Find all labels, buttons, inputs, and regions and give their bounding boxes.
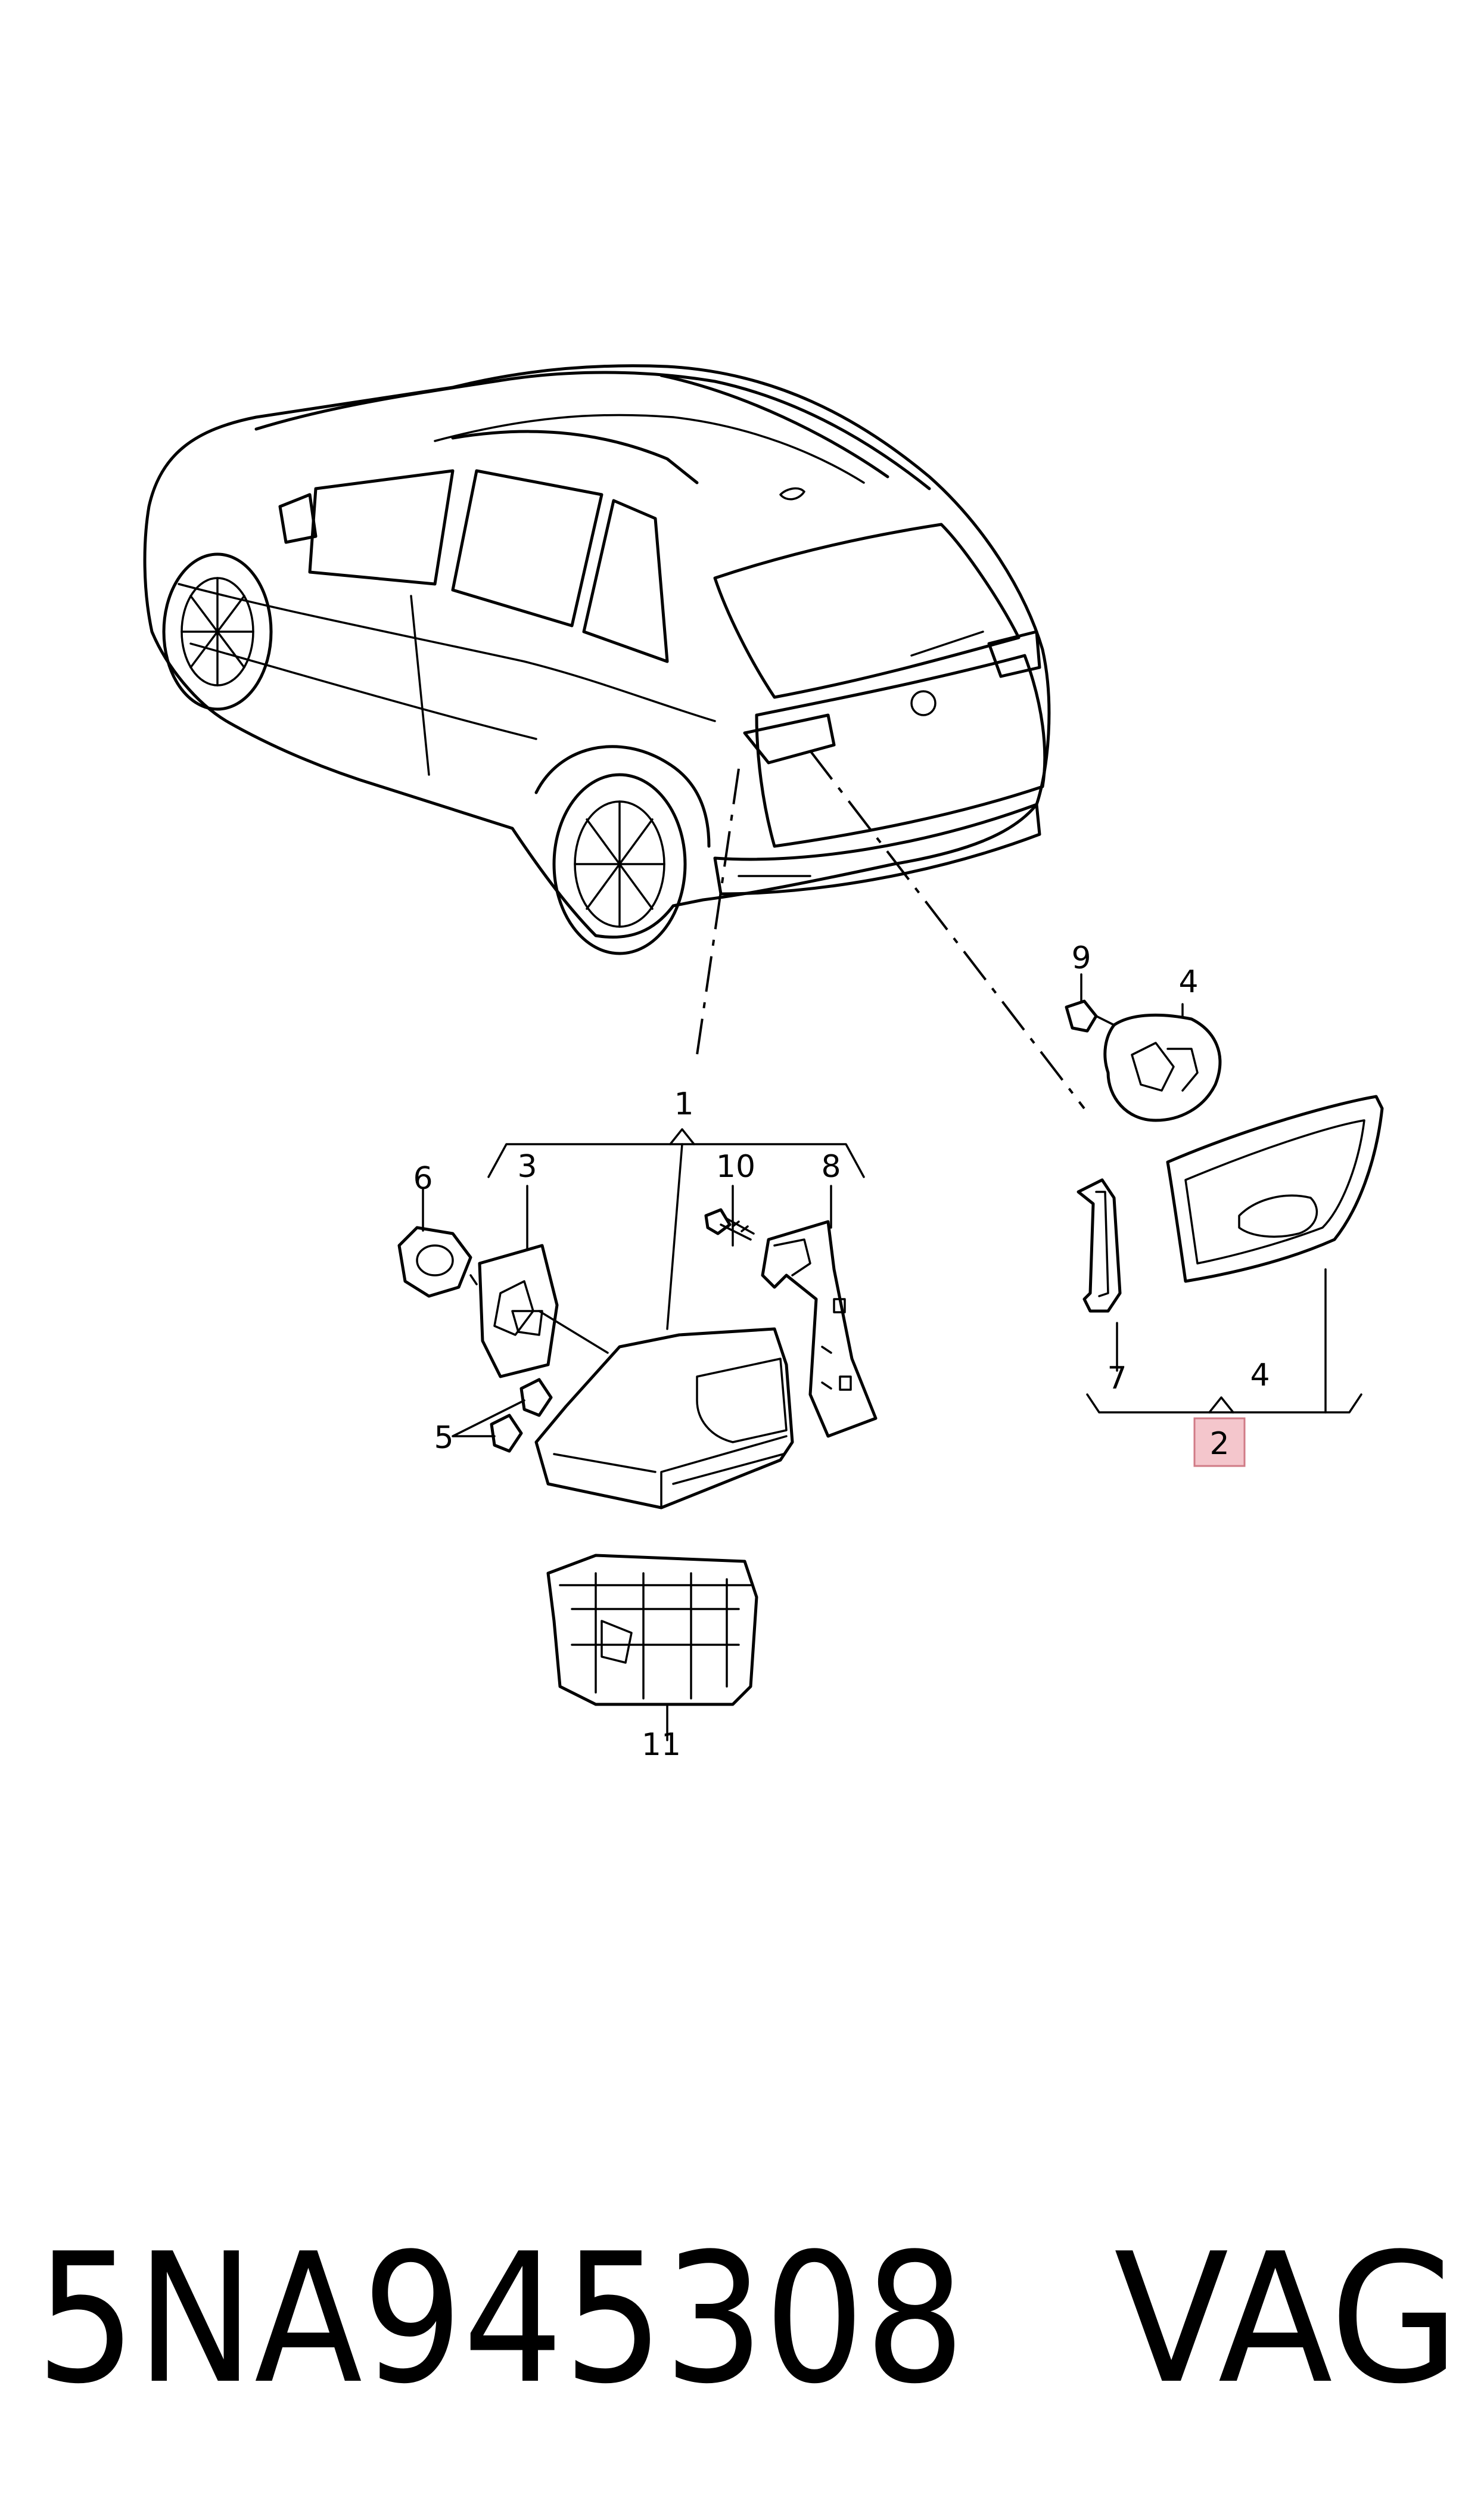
callout-3: 3 [517, 1149, 537, 1185]
part-11-bulb-carrier [546, 1554, 758, 1741]
callout-7: 7 [1107, 1361, 1127, 1396]
part-9-nut [1065, 973, 1121, 1033]
bracket-group-2 [1086, 1268, 1362, 1467]
part-3-gasket [478, 1244, 609, 1378]
part-5-nuts [452, 1378, 553, 1453]
callout-4-upper: 4 [1178, 964, 1198, 1000]
part-6-bulb-holder [397, 1188, 478, 1298]
callout-6: 6 [413, 1161, 433, 1197]
part-8-bracket [761, 1220, 878, 1438]
vehicle-illustration [143, 364, 1051, 955]
callout-8: 8 [821, 1149, 841, 1185]
part-10-screw [704, 1208, 755, 1241]
callout-5: 5 [434, 1420, 453, 1456]
leader-line-2 [809, 750, 1085, 1110]
callout-11: 11 [642, 1727, 681, 1763]
part-number: 5NA945308 [36, 2215, 965, 2423]
callout-1: 1 [674, 1086, 693, 1122]
leader-line-1 [696, 768, 740, 1055]
part-2-inner-lamp [1166, 1095, 1384, 1283]
callout-9: 9 [1071, 940, 1091, 976]
callout-2: 2 [1209, 1426, 1229, 1462]
part-1-tail-light [534, 1327, 794, 1509]
callout-4-lower: 4 [1250, 1358, 1270, 1393]
part-7-seal [1077, 1178, 1122, 1313]
callout-2-highlight [1193, 1417, 1246, 1467]
brand-name: VAG [1114, 2215, 1460, 2423]
callout-10: 10 [716, 1149, 755, 1185]
part-4-gasket-upper [1103, 1003, 1222, 1122]
